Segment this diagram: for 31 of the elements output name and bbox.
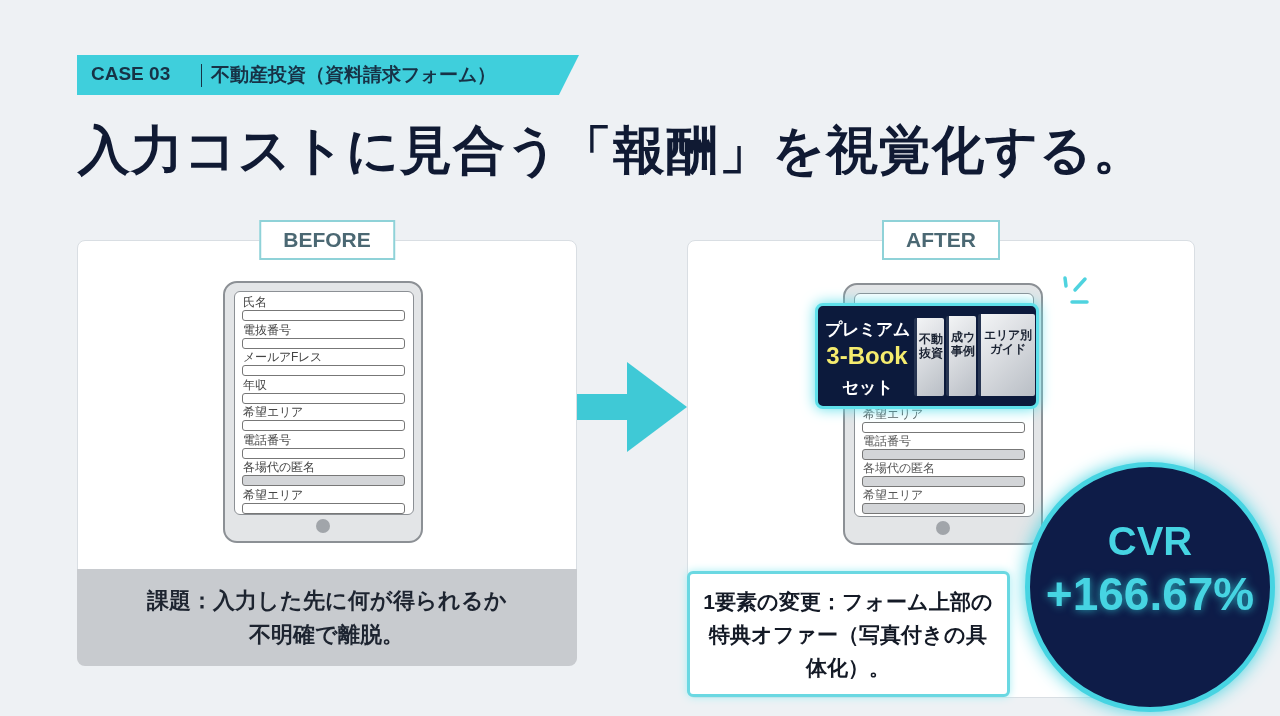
metric-value: +166.67% — [1044, 567, 1256, 621]
book-title: 成ウ事例 — [950, 330, 975, 358]
offer-banner — [815, 303, 1039, 409]
field-label: 電抜番号 — [243, 323, 291, 337]
field-label: 電話番号 — [863, 435, 911, 448]
offer-text: セット — [840, 377, 894, 399]
field-label: 各場代の匿名 — [243, 461, 315, 474]
arrow — [577, 362, 687, 452]
metric-label: CVR — [1106, 519, 1194, 564]
field-label: 氏名 — [243, 296, 267, 309]
book-title: 不動抜資 — [918, 332, 943, 360]
field-label: メールアFレス — [243, 351, 323, 364]
field-label: 希望エリア — [243, 406, 303, 419]
heading-tab: BEFORE — [259, 220, 395, 260]
case-number: CASE 03 — [91, 63, 171, 85]
change-box — [686, 571, 1010, 697]
result-badge-overlay — [1025, 462, 1275, 712]
issue-box — [76, 569, 577, 666]
offer-highlight: 3-Book — [825, 342, 909, 370]
case-title: 不動産投資（資料請求フォーム） — [211, 63, 496, 87]
heading-tab: AFTER — [882, 220, 1000, 260]
change-text: 1要素の変更：フォーム上部の特典オファー（写真付きの具体化）。 — [702, 588, 994, 681]
field-label: 年収 — [243, 378, 267, 392]
offer-text: プレミアム — [823, 319, 911, 341]
book-title: エリア別ガイド — [983, 328, 1033, 356]
field-label: 希望エリア — [243, 488, 303, 502]
field-label: 希望エリア — [863, 489, 923, 502]
field-label: 各場代の匿名 — [863, 462, 935, 475]
field-label: 電話番号 — [243, 433, 291, 447]
issue-text: 課題：入力した先に何が得られるか不明確で離脱。 — [145, 586, 508, 649]
page-title: 入力コストに見合う「報酬」を視覚化する。 — [78, 120, 1146, 181]
